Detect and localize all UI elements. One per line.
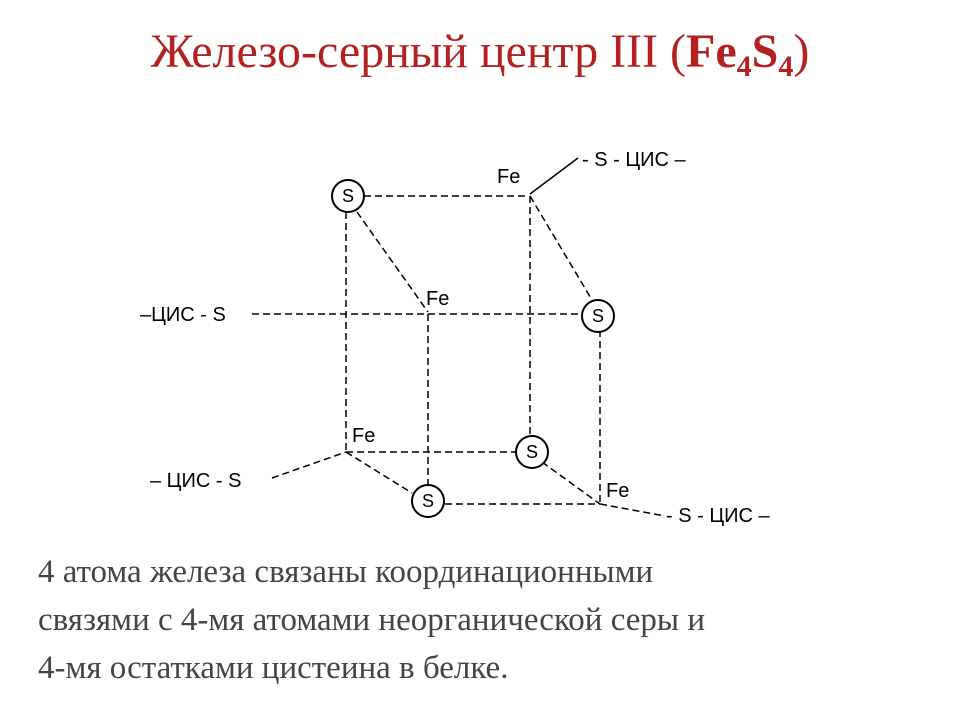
sulfur-atom-bottom: S (411, 484, 445, 518)
formula-fe: Fe (686, 25, 737, 78)
ligand-bond-top-right (529, 157, 579, 195)
caption-line-2: связями с 4-мя атомами неорганической се… (38, 602, 705, 638)
ligand-left-low: – ЦИС - S (150, 470, 241, 492)
sulfur-atom-top-left: S (331, 179, 365, 213)
edge-s1-fe2 (356, 211, 429, 313)
fe-label-center: Fe (426, 288, 449, 310)
formula-s: S (751, 25, 779, 78)
fe-label-top: Fe (497, 166, 520, 188)
s-label: S (422, 491, 434, 511)
edge-s3-fe4 (541, 461, 601, 505)
fe-label-left: Fe (352, 425, 375, 447)
s-label: S (526, 442, 538, 462)
ligand-bottom-right: - S - ЦИС – (666, 505, 771, 527)
title-close: ) (793, 25, 810, 78)
sulfur-atom-front-mid: S (515, 435, 549, 469)
formula-fe-count: 4 (736, 50, 752, 83)
title-text: Железо-серный центр III ( (150, 25, 687, 78)
fe-label-bottom-right: Fe (606, 480, 629, 502)
ligand-bond-left-low (271, 451, 347, 479)
formula-s-count: 4 (778, 50, 794, 83)
caption-line-1: 4 атома железа связаны координационными (38, 554, 654, 590)
sulfur-atom-right: S (581, 299, 615, 333)
ligand-bond-bottom-right (599, 503, 666, 517)
cube-edges (252, 195, 666, 517)
edge-fe1-s2 (529, 195, 593, 301)
s-label: S (592, 306, 604, 326)
edge-fe3-s5 (345, 451, 413, 494)
ligand-left-mid: –ЦИС - S (140, 304, 226, 326)
s-label: S (342, 186, 354, 206)
slide-title: Железо-серный центр III (Fe4S4) (0, 22, 960, 82)
ligand-top-right: - S - ЦИС – (582, 149, 687, 171)
caption-line-3: 4-мя остатками цистеина в белке. (38, 650, 509, 686)
caption: 4 атома железа связаны координационными … (38, 548, 938, 692)
